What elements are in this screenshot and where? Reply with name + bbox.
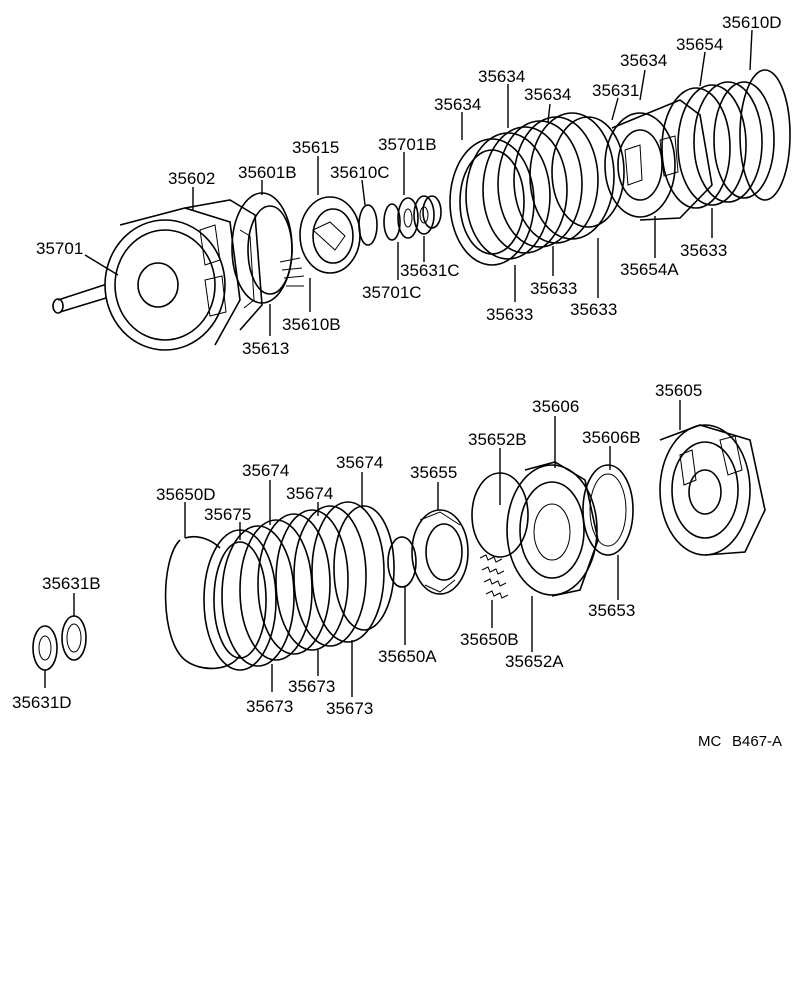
label-35610D: 35610D (722, 13, 782, 32)
label-35610C: 35610C (330, 163, 390, 182)
label-35674-b: 35674 (336, 453, 383, 472)
label-35654: 35654 (676, 35, 723, 54)
part-clutch-pack-upper (449, 112, 625, 266)
label-35615: 35615 (292, 138, 339, 157)
label-35673-b: 35673 (246, 697, 293, 716)
label-35631: 35631 (592, 81, 639, 100)
leader-lines-lower (44, 400, 681, 697)
label-35633-b: 35633 (530, 279, 577, 298)
part-plate-35655 (411, 509, 469, 595)
lower-assembly (32, 424, 766, 671)
label-35633-a: 35633 (486, 305, 533, 324)
label-35633-d: 35633 (680, 241, 727, 260)
label-35673-a: 35673 (288, 677, 335, 696)
part-snap-ring-35610D (739, 69, 791, 201)
label-35675: 35675 (204, 505, 251, 524)
upper-assembly (52, 69, 791, 351)
label-35634-b: 35634 (524, 85, 571, 104)
label-35673-c: 35673 (326, 699, 373, 718)
label-35674-c: 35674 (286, 484, 333, 503)
label-35634-a: 35634 (478, 67, 525, 86)
label-35605: 35605 (655, 381, 702, 400)
label-35606B: 35606B (582, 428, 641, 447)
label-35601B: 35601B (238, 163, 297, 182)
label-35613: 35613 (242, 339, 289, 358)
label-35701: 35701 (36, 239, 83, 258)
label-35650A: 35650A (378, 647, 437, 666)
diagram-code-prefix: MC (698, 733, 721, 750)
part-bearings-35701B (383, 195, 442, 241)
leader-lines-upper (84, 29, 753, 336)
label-35650B: 35650B (460, 630, 519, 649)
label-35631C: 35631C (400, 261, 460, 280)
label-35633-c: 35633 (570, 300, 617, 319)
label-35634-d: 35634 (620, 51, 667, 70)
label-35701B: 35701B (378, 135, 437, 154)
label-35634-c: 35634 (434, 95, 481, 114)
part-seal-35606B (582, 464, 634, 556)
label-35631B: 35631B (42, 574, 101, 593)
part-drum-35602 (104, 199, 263, 351)
diagram-code: B467-A (732, 733, 782, 750)
label-35674-a: 35674 (242, 461, 289, 480)
part-washers-35631 (32, 615, 87, 671)
label-35655: 35655 (410, 463, 457, 482)
label-35606: 35606 (532, 397, 579, 416)
label-35654A: 35654A (620, 260, 679, 279)
label-35631D: 35631D (12, 693, 72, 712)
part-snap-ring-35610C (358, 204, 378, 246)
label-35602: 35602 (168, 169, 215, 188)
part-springs-35650B (479, 554, 509, 599)
label-35653: 35653 (588, 601, 635, 620)
part-snap-ring-35650A (387, 536, 417, 588)
part-piston-35652 (471, 461, 599, 597)
part-labels: 35610D 35654 35634 35634 35634 35631 356… (12, 13, 782, 750)
part-clutch-pack-lower (203, 501, 395, 671)
part-piston-35601B (231, 192, 305, 304)
part-retainer-35615 (299, 196, 361, 274)
label-35701C: 35701C (362, 283, 422, 302)
label-35652B: 35652B (468, 430, 527, 449)
label-35610B: 35610B (282, 315, 341, 334)
part-drum-35605 (659, 424, 766, 556)
part-carrier-35654A (604, 99, 713, 221)
label-35650D: 35650D (156, 485, 216, 504)
label-35652A: 35652A (505, 652, 564, 671)
part-clutch-plates-35654 (661, 81, 775, 209)
